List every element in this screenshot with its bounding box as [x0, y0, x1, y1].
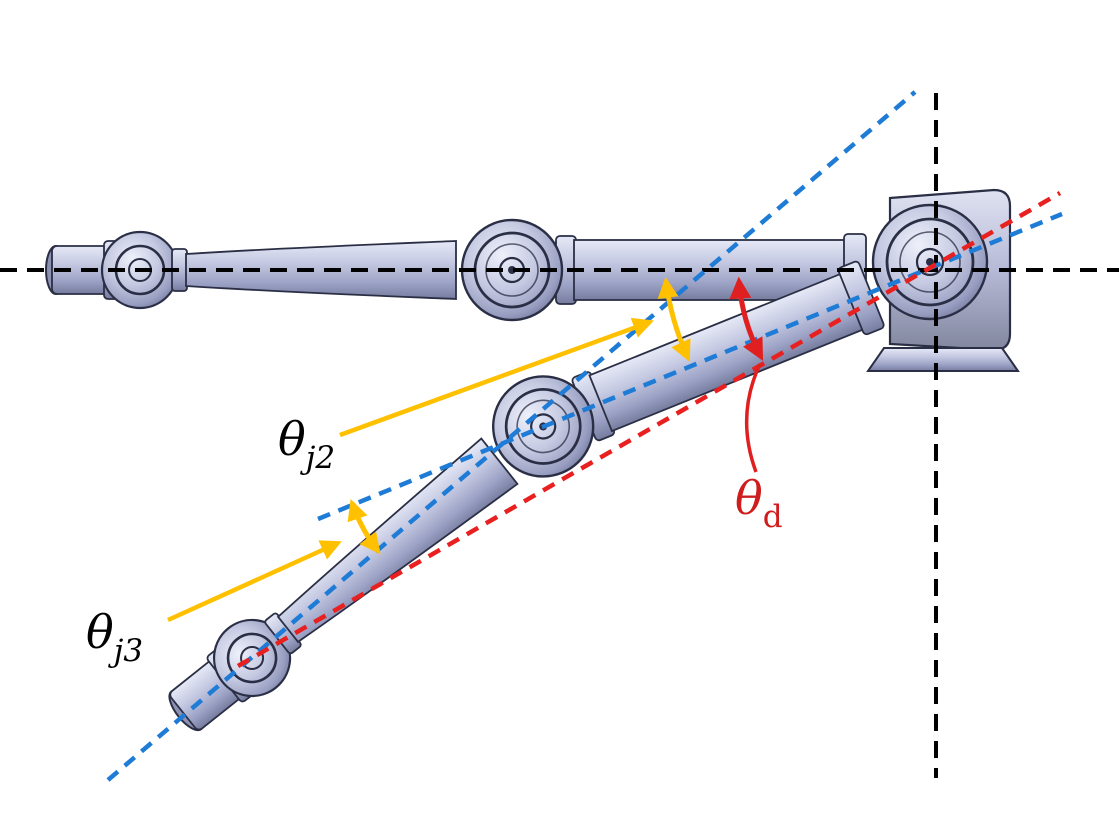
shoulder-center: [926, 258, 934, 266]
base-joint: [866, 188, 1020, 372]
theta-d-symbol: θ: [735, 471, 763, 525]
theta-j2-angle-arc: [657, 276, 691, 362]
upper-link-axis-line: [317, 211, 1063, 522]
shoulder-ring-mid: [899, 231, 961, 293]
forearm-axis-line: [106, 90, 917, 782]
label-theta-j2: θj2: [278, 412, 335, 476]
theta-j2-subscript: j2: [300, 440, 335, 476]
theta-d-angle-arc: [729, 276, 764, 361]
arm-bent-pose: [153, 259, 886, 748]
theta-j3-subscript: j3: [108, 633, 143, 669]
deflection-axis-line: [236, 191, 1062, 668]
shoulder-ring-inner: [915, 247, 945, 277]
shoulder-ring-outer: [885, 217, 975, 307]
theta-j3-leader-line: [167, 540, 342, 623]
theta-j3-symbol: θ: [86, 605, 114, 659]
theta-j2-symbol: θ: [278, 412, 306, 466]
base-flange: [866, 347, 1020, 372]
theta-j3-angle-arc: [347, 499, 381, 555]
label-theta-j3: θj3: [86, 605, 143, 669]
forearm-link-bent: [153, 430, 525, 748]
theta-d-subscript: d: [763, 499, 783, 535]
label-theta-d: θd: [735, 471, 783, 535]
theta-j2-leader-line: [339, 317, 654, 438]
theta-d-leader-curve: [744, 363, 762, 473]
